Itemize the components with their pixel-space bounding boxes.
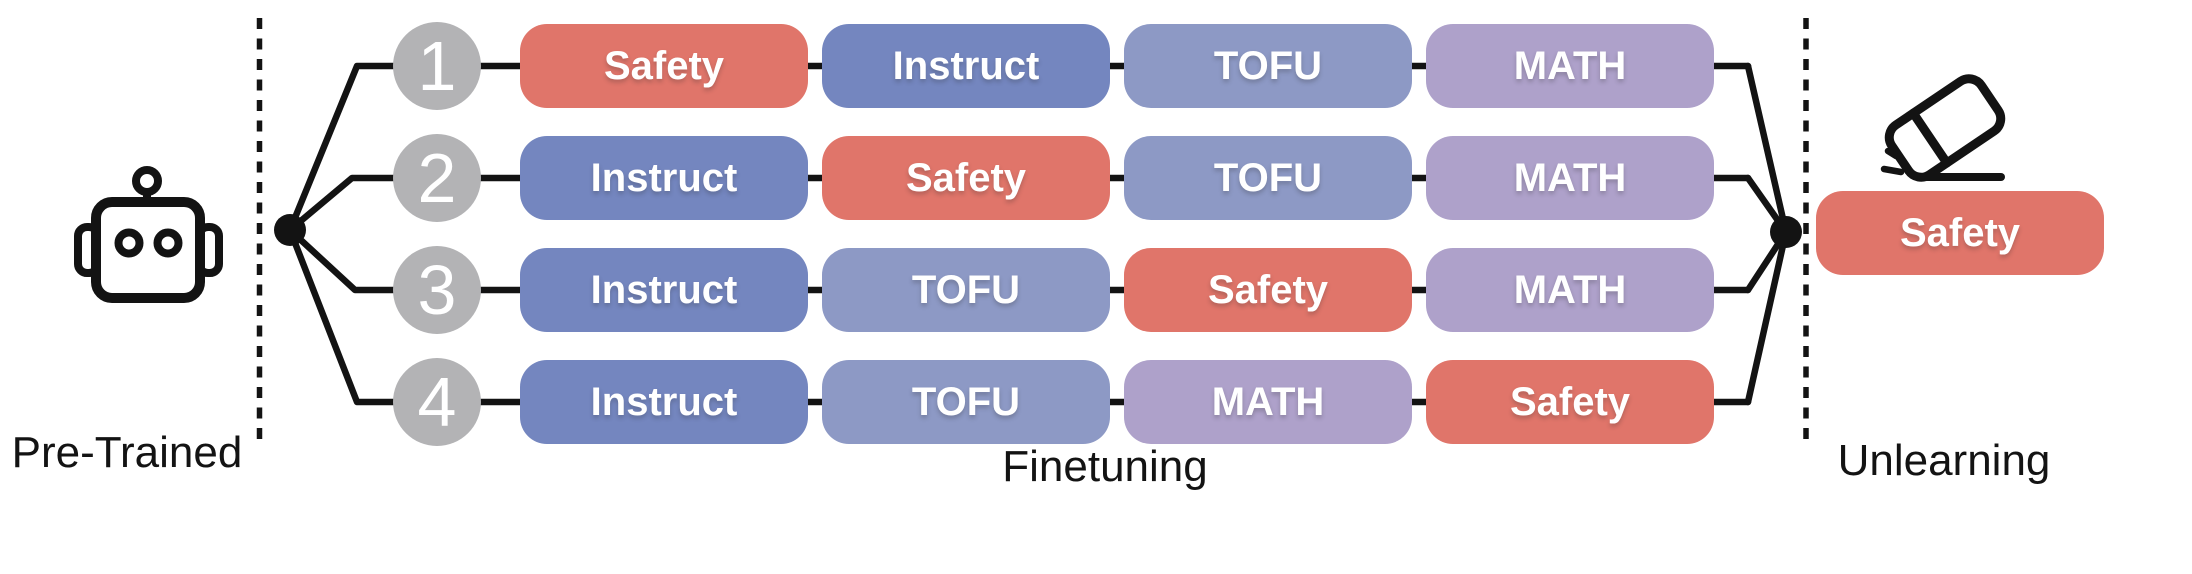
- pill-row1-instruct: Instruct: [822, 24, 1110, 108]
- stage-label-finetuning: Finetuning: [1002, 442, 1208, 491]
- stage-separators: [256, 18, 1809, 445]
- pill-row1-tofu: TOFU: [1124, 24, 1412, 108]
- stage-label-unlearning: Unlearning: [1837, 436, 2051, 485]
- step-circle-2: 2: [393, 134, 481, 222]
- pill-row4-tofu: TOFU: [822, 360, 1110, 444]
- merge-node-right: [1770, 216, 1802, 248]
- pill-row1-safety: Safety: [520, 24, 808, 108]
- branch-right-row4: [1744, 228, 1790, 406]
- branch-right-row1: [1744, 62, 1790, 236]
- eraser-icon: [1880, 74, 2006, 182]
- row-connector-lines: [286, 62, 1790, 406]
- step-circle-4: 4: [393, 358, 481, 446]
- pill-row1-math: MATH: [1426, 24, 1714, 108]
- pill-row4-math: MATH: [1124, 360, 1412, 444]
- stage-label-pretrained: Pre-Trained: [11, 428, 243, 477]
- pill-row2-safety: Safety: [822, 136, 1110, 220]
- pill-row3-safety: Safety: [1124, 248, 1412, 332]
- pill-row3-tofu: TOFU: [822, 248, 1110, 332]
- pill-row4-safety: Safety: [1426, 360, 1714, 444]
- pill-row4-instruct: Instruct: [520, 360, 808, 444]
- pill-row2-instruct: Instruct: [520, 136, 808, 220]
- pill-row3-instruct: Instruct: [520, 248, 808, 332]
- pill-row2-tofu: TOFU: [1124, 136, 1412, 220]
- pill-row3-math: MATH: [1426, 248, 1714, 332]
- pill-row2-math: MATH: [1426, 136, 1714, 220]
- pill-unlearning-safety: Safety: [1816, 191, 2104, 275]
- robot-icon: [74, 166, 223, 303]
- step-circle-1: 1: [393, 22, 481, 110]
- step-circle-3: 3: [393, 246, 481, 334]
- branch-node-left: [274, 214, 306, 246]
